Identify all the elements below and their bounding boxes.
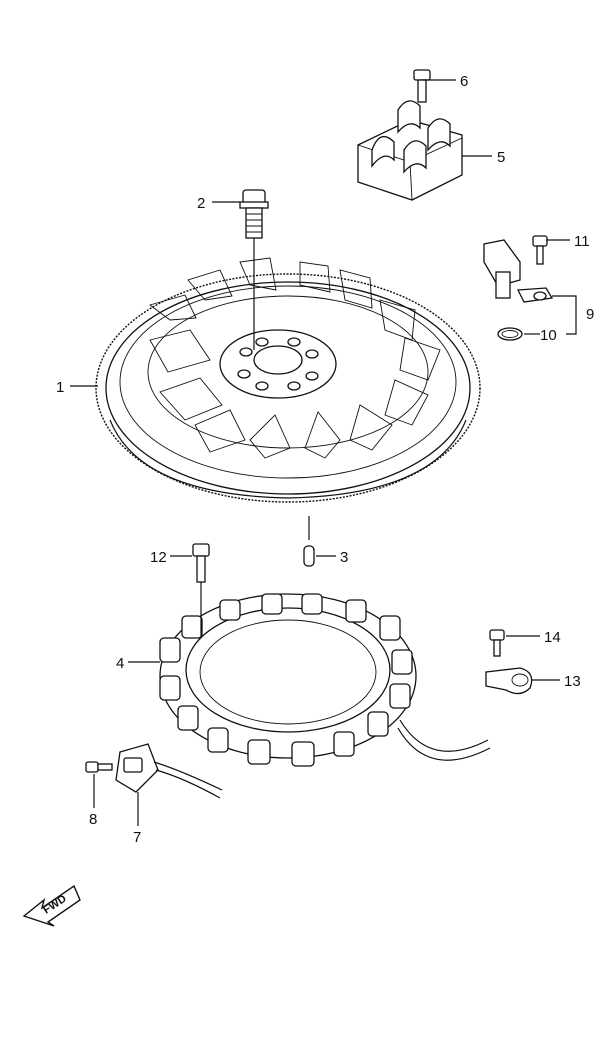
bolt-part-2 xyxy=(239,189,269,239)
callout-14: 14 xyxy=(544,629,561,646)
callout-6: 6 xyxy=(460,73,468,90)
bolt-part-6 xyxy=(413,69,431,103)
bolt-part-11 xyxy=(532,235,548,265)
leader-lines xyxy=(70,79,577,826)
callout-1: 1 xyxy=(56,379,64,396)
wire-clamp-part xyxy=(485,667,533,695)
callout-2: 2 xyxy=(197,195,205,212)
callout-numbers: 1 2 3 4 5 6 7 8 9 10 11 12 13 14 xyxy=(56,73,594,846)
flywheel-part xyxy=(95,257,481,503)
callout-12: 12 xyxy=(150,549,167,566)
screw-part-8 xyxy=(85,761,113,773)
fwd-arrow-icon: FWD xyxy=(22,884,81,927)
callout-4: 4 xyxy=(116,655,124,672)
clamp-bracket-part xyxy=(357,100,463,201)
callout-9: 9 xyxy=(586,306,594,323)
callout-5: 5 xyxy=(497,149,505,166)
callout-10: 10 xyxy=(540,327,557,344)
callout-3: 3 xyxy=(340,549,348,566)
stator-part xyxy=(159,593,491,767)
callout-13: 13 xyxy=(564,673,581,690)
callout-7: 7 xyxy=(133,829,141,846)
callout-8: 8 xyxy=(89,811,97,828)
bolt-part-14 xyxy=(489,629,505,657)
o-ring-part xyxy=(497,327,523,341)
pulser-coil-part xyxy=(115,743,223,799)
crank-position-sensor-part xyxy=(483,239,554,303)
pin-part xyxy=(303,545,315,567)
callout-11: 11 xyxy=(574,233,590,250)
bolt-part-12 xyxy=(192,543,210,583)
